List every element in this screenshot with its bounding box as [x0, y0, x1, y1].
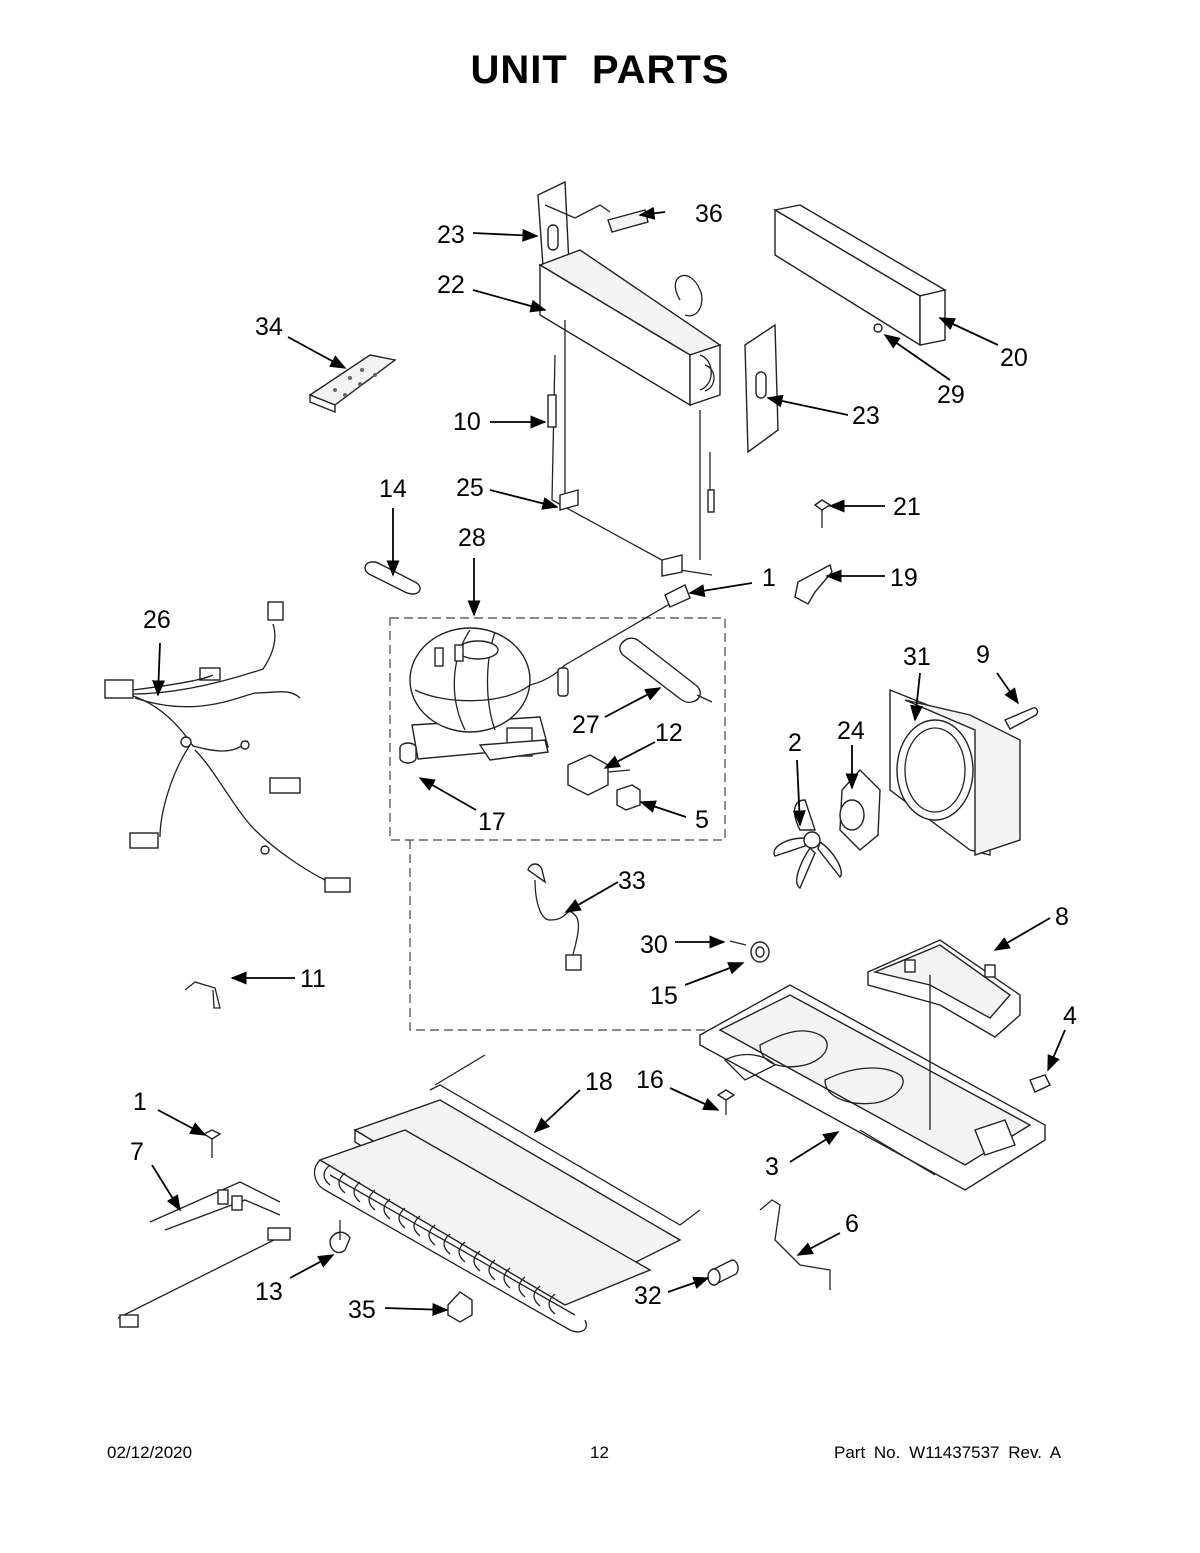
callout-30: 30	[640, 931, 668, 959]
callout-26: 26	[143, 606, 171, 634]
callout-35: 35	[348, 1296, 376, 1324]
callout-25: 25	[456, 474, 484, 502]
clip-13-drawing	[329, 1220, 351, 1254]
wire-6-drawing	[759, 1199, 831, 1290]
callout-11: 11	[300, 965, 326, 993]
bracket-drawing	[867, 939, 1021, 1038]
drain-clip-drawing	[447, 1291, 473, 1323]
callout-20: 20	[1000, 344, 1028, 372]
strap-drawing	[364, 561, 421, 595]
callout-10: 10	[453, 408, 481, 436]
callout-29: 29	[937, 381, 965, 409]
callout-8: 8	[1055, 903, 1069, 931]
callout-labels: 36 23 22 34 20 29 10 23 25 14 28 21 19 1…	[130, 200, 1077, 1324]
compressor-drawing	[409, 584, 691, 761]
callout-1-top: 1	[762, 564, 776, 592]
filter-drier-drawing	[619, 637, 713, 704]
cover-drawing	[773, 204, 947, 347]
leader-lines	[151, 206, 1066, 1317]
callout-16: 16	[636, 1066, 664, 1094]
condenser-drawing	[313, 1054, 701, 1333]
fan-assembly-drawing	[773, 688, 1039, 890]
evaporator-drawing	[537, 180, 779, 577]
callout-4: 4	[1063, 1002, 1077, 1030]
footer-part-info: Part No. W11437537 Rev. A	[834, 1443, 1062, 1462]
callout-23-right: 23	[852, 402, 880, 430]
heater-harness-drawing	[117, 1129, 291, 1328]
callout-23-left: 23	[437, 221, 465, 249]
control-board-drawing	[308, 354, 397, 414]
grommet-drawing	[399, 742, 417, 764]
callout-28: 28	[458, 524, 486, 552]
assembly-guide-lines	[389, 617, 740, 1031]
wiring-harness-drawing	[104, 601, 351, 893]
callout-3: 3	[765, 1153, 779, 1181]
tube-drawing	[527, 863, 582, 971]
callout-27: 27	[572, 711, 600, 739]
callout-14: 14	[379, 475, 407, 503]
grommet-32-drawing	[707, 1259, 739, 1286]
callout-1-left: 1	[133, 1088, 147, 1116]
callout-22: 22	[437, 271, 465, 299]
callout-5: 5	[695, 806, 709, 834]
callout-2: 2	[788, 729, 802, 757]
page-title: UNIT PARTS	[470, 48, 730, 92]
callout-18: 18	[585, 1068, 613, 1096]
base-plate-drawing	[699, 975, 1051, 1191]
callout-36: 36	[695, 200, 723, 228]
callout-7: 7	[130, 1138, 144, 1166]
callout-21: 21	[893, 493, 921, 521]
footer-page-number: 12	[590, 1443, 609, 1462]
callout-24: 24	[837, 717, 865, 745]
relay-drawing	[567, 754, 641, 811]
callout-33: 33	[618, 867, 646, 895]
screw-bracket-drawing	[794, 499, 833, 605]
callout-17: 17	[478, 808, 506, 836]
callout-34: 34	[255, 313, 283, 341]
callout-6: 6	[845, 1210, 859, 1238]
callout-32: 32	[634, 1282, 662, 1310]
callout-31: 31	[903, 643, 931, 671]
callout-12: 12	[655, 719, 683, 747]
callout-19: 19	[890, 564, 918, 592]
clip-drawing	[184, 981, 221, 1009]
footer-date: 02/12/2020	[107, 1443, 193, 1462]
callout-9: 9	[976, 641, 990, 669]
callout-13: 13	[255, 1278, 283, 1306]
grommet-pin-drawing	[729, 940, 770, 963]
callout-15: 15	[650, 982, 678, 1010]
